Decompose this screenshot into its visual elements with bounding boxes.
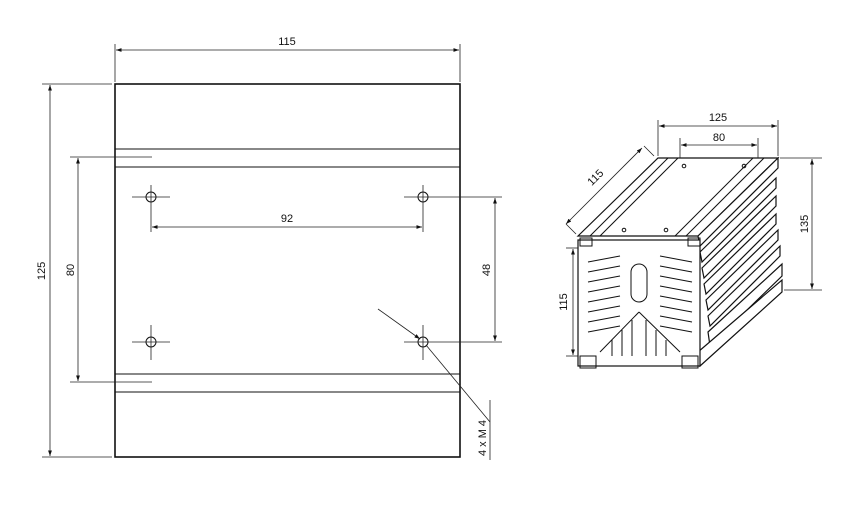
mounting-hole [404,325,502,360]
mounting-hole [404,185,502,232]
iso-width-label: 125 [709,112,727,124]
iso-height-label: 135 [799,215,811,233]
iso-rail-spacing-label: 80 [713,132,725,144]
front-height-label: 125 [36,262,48,280]
plate-outline [114,83,461,458]
front-rail-span-label: 80 [65,264,77,276]
thread-label: 4 x M 4 [477,420,489,456]
iso-fin-height-label: 115 [558,293,570,311]
front-hole-vertical-label: 48 [481,264,493,276]
front-width-label: 115 [278,36,296,48]
front-face-fins [577,237,701,369]
front-view: 115 125 80 [36,36,502,460]
side-fins [697,156,783,368]
isometric-view: 115 125 80 135 115 [558,112,822,369]
iso-length-label: 115 [585,167,606,188]
front-hole-pitch-label: 92 [281,213,293,225]
iso-length-dimension-line [565,147,643,225]
mounting-hole [132,185,170,232]
mounting-hole [132,325,170,360]
